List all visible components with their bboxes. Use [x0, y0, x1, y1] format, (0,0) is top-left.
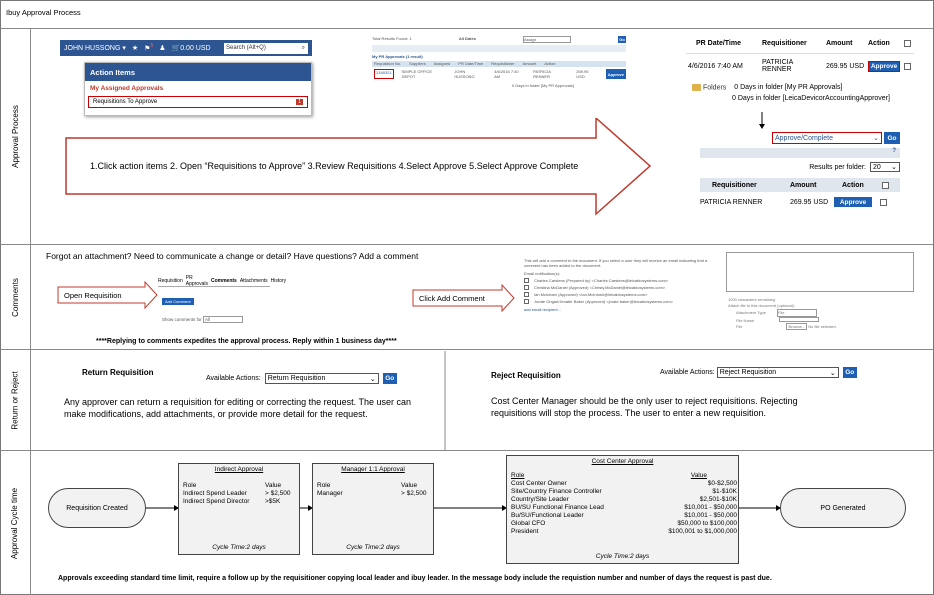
tab-pr-approvals[interactable]: PR Approvals [185, 275, 208, 287]
help-icon: ? [700, 148, 900, 158]
chevron-down-icon: ⌄ [829, 369, 836, 377]
divider [0, 28, 934, 29]
add-recipient-link[interactable]: add email recipient... [524, 307, 561, 312]
start-oval: Requisition Created [48, 488, 146, 528]
file-name-input[interactable] [779, 317, 820, 322]
open-req-arrow [57, 280, 158, 310]
tab-requisition[interactable]: Requisition [158, 278, 183, 284]
results-select[interactable]: 20⌄ [870, 162, 900, 172]
lane-divider [30, 29, 31, 595]
flow-head [308, 505, 313, 511]
flow-head [502, 505, 507, 511]
page-title: Ibuy Approval Process [6, 8, 81, 17]
user-menu[interactable]: JOHN HUSSONG ▾ [64, 45, 126, 52]
return-action-select[interactable]: Return Requisition⌄ [264, 373, 379, 384]
tab-history[interactable]: History [270, 278, 287, 284]
approvals-list-screenshot: Total Results Found: 1 All Dates Assign … [372, 36, 627, 118]
panel-header: Action Items [85, 63, 311, 81]
search-input[interactable]: Search (Alt+Q)⌕ [224, 42, 308, 54]
go-button[interactable]: Go [842, 367, 857, 378]
recipient-checkbox[interactable] [524, 278, 529, 283]
flow-head [174, 505, 179, 511]
reply-note: ****Replying to comments expedites the a… [96, 338, 397, 345]
recipient-checkbox[interactable] [524, 285, 529, 290]
select-all-checkbox[interactable] [882, 181, 889, 189]
attachment-form: 1000 characters remaining Attach file to… [728, 297, 837, 330]
chevron-down-icon: ⌄ [369, 375, 376, 383]
panel-subheader: My Assigned Approvals [90, 85, 164, 92]
flag-icon[interactable]: ⚑5 [144, 43, 154, 53]
folder-icon [692, 84, 701, 91]
count-badge: 1 [296, 99, 303, 105]
table-row: 4/6/2016 7:40 AM PATRICIA RENNER 269.95 … [686, 54, 914, 78]
approve-button[interactable]: Approve [834, 197, 872, 207]
assign-select[interactable]: Assign [522, 36, 571, 43]
big-step-arrow [65, 116, 652, 216]
click-add-arrow [412, 283, 515, 313]
divider [0, 349, 934, 350]
browse-button[interactable]: Browse... [786, 323, 808, 330]
date-filter: All Dates [458, 36, 476, 41]
comment-textarea[interactable] [726, 252, 914, 292]
attachment-type-select[interactable]: File [777, 309, 818, 317]
tab-comments[interactable]: Comments [210, 278, 237, 284]
flow-head [776, 505, 781, 511]
comment-form: This will add a comment to the document.… [524, 258, 720, 312]
group-label: My PR Approvals (1 result) [372, 54, 423, 59]
click-add-label: Click Add Comment [419, 294, 485, 303]
open-requisition-label: Open Requisition [64, 291, 122, 300]
reject-title: Reject Requisition [491, 371, 561, 380]
show-comments-select[interactable]: All [203, 316, 244, 323]
approve-complete-panel: Approve/Complete⌄ Go ? Results per folde… [700, 126, 900, 226]
reject-description: Cost Center Manager should be the only u… [491, 396, 798, 418]
chevron-down-icon: ⌄ [873, 135, 879, 142]
search-icon: ⌕ [301, 44, 305, 51]
return-description: Any approver can return a requisition fo… [64, 397, 412, 419]
table-row: PATRICIA RENNER 269.95 USD Approve [700, 194, 900, 210]
action-items-panel: Action Items My Assigned Approvals Requi… [84, 62, 312, 116]
divider [0, 450, 934, 451]
select-all-checkbox[interactable] [904, 40, 911, 47]
action-select[interactable]: Approve/Complete⌄ [772, 132, 882, 144]
requisition-tabs: Requisition PR Approvals Comments Attach… [158, 275, 286, 287]
total-results: Total Results Found: 1 [372, 36, 412, 41]
recipient-checkbox[interactable] [524, 299, 529, 304]
top-nav: JOHN HUSSONG ▾ ★ ⚑5 ♟ 🛒0.00 USD Search (… [60, 40, 312, 56]
arrow-head [759, 124, 765, 129]
tab-attachments[interactable]: Attachments [239, 278, 268, 284]
go-button[interactable]: Go [382, 373, 397, 384]
cart-icon[interactable]: 🛒0.00 USD [171, 45, 211, 52]
return-title: Return Requisition [82, 368, 154, 377]
add-comment-button[interactable]: Add Comment [162, 298, 194, 305]
approve-button[interactable]: Approve [605, 69, 627, 79]
pr-table: PR Date/Time Requisitioner Amount Action… [686, 34, 914, 134]
bell-icon[interactable]: ♟ [159, 45, 166, 52]
recipient-checkbox[interactable] [524, 292, 529, 297]
row-checkbox[interactable] [880, 198, 887, 206]
comments-heading: Forgot an attachment? Need to communicat… [46, 251, 419, 261]
req-number-link[interactable]: 1349321 [374, 69, 394, 79]
row-checkbox[interactable] [904, 62, 911, 70]
approve-button[interactable]: Approve [868, 60, 900, 72]
reject-action-select[interactable]: Reject Requisition⌄ [716, 367, 839, 378]
go-button[interactable]: Go [617, 36, 626, 43]
cycle-footnote: Approvals exceeding standard time limit,… [58, 575, 772, 582]
go-button[interactable]: Go [884, 132, 900, 144]
divider [0, 244, 934, 245]
end-oval: PO Generated [780, 488, 906, 528]
star-icon[interactable]: ★ [131, 45, 139, 52]
requisitions-to-approve-link[interactable]: Requisitions To Approve 1 [88, 96, 308, 108]
steps-instructions: 1.Click action items 2. Open “Requisitio… [90, 161, 579, 171]
